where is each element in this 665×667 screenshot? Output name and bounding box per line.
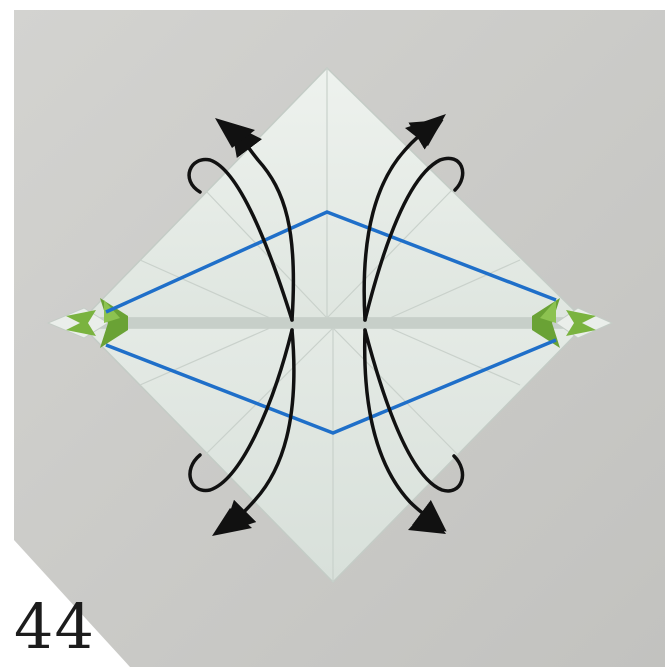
center-slit xyxy=(100,318,570,328)
step-number: 44 xyxy=(14,596,95,658)
